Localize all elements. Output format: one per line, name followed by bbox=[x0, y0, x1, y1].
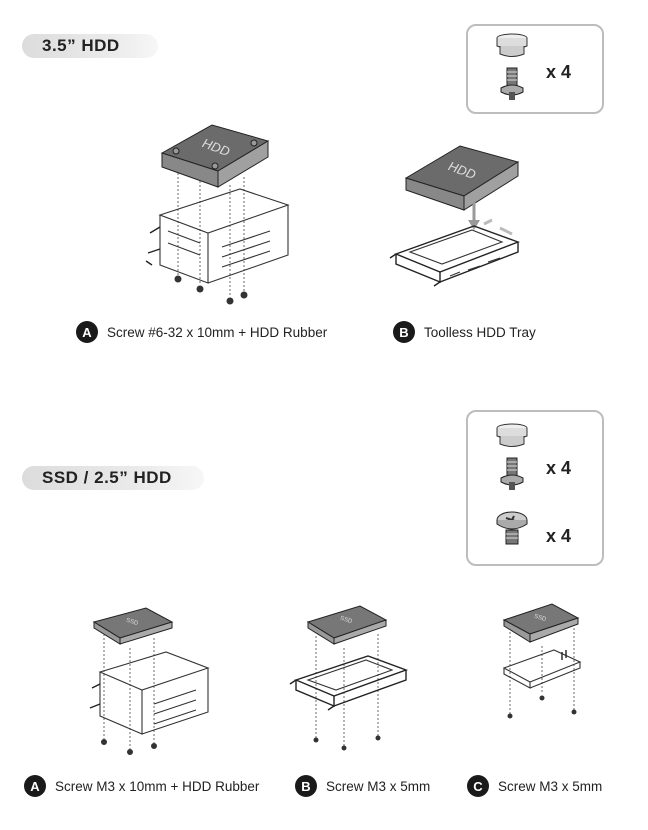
quantity-label: x 4 bbox=[546, 526, 572, 546]
section-heading-hdd: 3.5” HDD bbox=[22, 34, 158, 58]
parts-box-ssd: x 4 x 4 bbox=[466, 410, 604, 566]
caption-c: Screw M3 x 5mm bbox=[498, 778, 603, 794]
flat-screw-icon bbox=[496, 511, 528, 545]
quantity-label: x 4 bbox=[546, 458, 572, 478]
caption-a: Screw M3 x 10mm + HDD Rubber bbox=[55, 778, 260, 794]
step-a-hdd: A Screw #6-32 x 10mm + HDD Rubber bbox=[76, 321, 327, 343]
caption-a: Screw #6-32 x 10mm + HDD Rubber bbox=[107, 324, 328, 340]
badge-b: B bbox=[295, 775, 317, 797]
quantity-label: x 4 bbox=[546, 62, 572, 82]
ssd-bay-illustration: SSD bbox=[89, 607, 210, 755]
step-c-ssd: C Screw M3 x 5mm bbox=[467, 775, 602, 797]
drive-label-ssd-c: SSD bbox=[533, 614, 547, 624]
caption-b: Screw M3 x 5mm bbox=[326, 778, 431, 794]
badge-a: A bbox=[24, 775, 46, 797]
rubber-screw-icon bbox=[496, 423, 528, 490]
badge-c: C bbox=[467, 775, 489, 797]
step-a-ssd: A Screw M3 x 10mm + HDD Rubber bbox=[24, 775, 259, 797]
badge-b: B bbox=[393, 321, 415, 343]
ssd-plate-illustration: SSD bbox=[502, 603, 582, 719]
section-heading-ssd: SSD / 2.5” HDD bbox=[22, 466, 204, 490]
ssd-tray-illustration: SSD bbox=[289, 605, 409, 751]
rubber-screw-icon bbox=[496, 33, 528, 100]
step-b-hdd: B Toolless HDD Tray bbox=[393, 321, 536, 343]
badge-a: A bbox=[76, 321, 98, 343]
toolless-tray-illustration: HDD bbox=[389, 145, 520, 287]
caption-b: Toolless HDD Tray bbox=[424, 324, 536, 340]
hdd-bay-illustration: HDD bbox=[145, 124, 290, 305]
drive-label-ssd-a: SSD bbox=[125, 618, 139, 628]
step-b-ssd: B Screw M3 x 5mm bbox=[295, 775, 430, 797]
drive-label-ssd-b: SSD bbox=[339, 616, 353, 626]
parts-box-hdd: x 4 bbox=[466, 24, 604, 114]
